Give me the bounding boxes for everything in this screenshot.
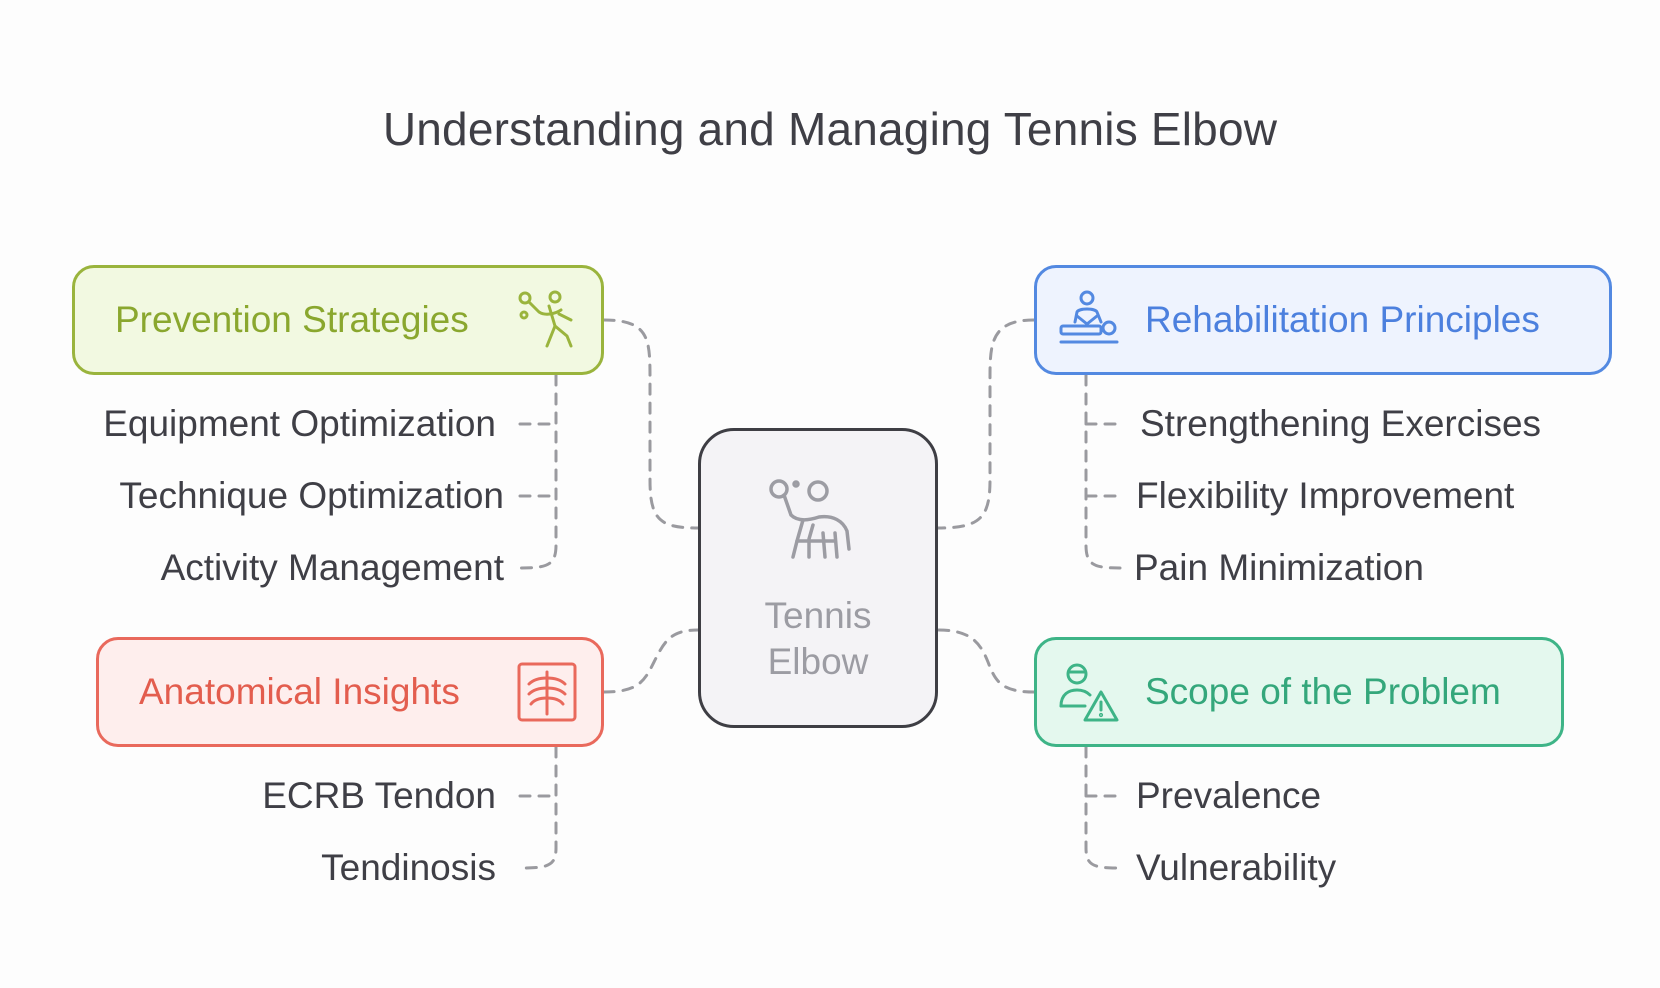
central-topic-tennis-elbow: Tennis Elbow	[698, 428, 938, 728]
branch-prevention-strategies: Prevention Strategies	[72, 265, 604, 375]
central-topic-label-line1: Tennis	[764, 595, 872, 636]
connector-anatomy	[602, 628, 700, 694]
diagram-title: Understanding and Managing Tennis Elbow	[382, 103, 1278, 155]
list-item: Prevalence	[1136, 775, 1322, 816]
tennis-player-icon	[763, 475, 873, 585]
user-warning-icon	[1057, 660, 1121, 724]
xray-ribcage-icon	[515, 660, 579, 724]
connector-anatomy-items	[518, 745, 558, 870]
central-topic-label: Tennis Elbow	[701, 593, 935, 685]
central-topic-label-line2: Elbow	[767, 641, 869, 682]
connector-rehab	[936, 318, 1036, 530]
branch-anatomical-insights: Anatomical Insights	[96, 637, 604, 747]
connector-rehab-items	[1084, 373, 1122, 570]
connector-prevention	[602, 318, 700, 530]
list-item: Tendinosis	[321, 847, 496, 888]
tennis-player-icon	[515, 288, 579, 352]
list-item: Vulnerability	[1136, 847, 1337, 888]
list-item: Strengthening Exercises	[1140, 403, 1542, 444]
list-item: Pain Minimization	[1134, 547, 1424, 588]
list-item: Activity Management	[160, 547, 504, 588]
branch-label: Prevention Strategies	[115, 299, 469, 340]
connector-prevention-items	[518, 373, 558, 570]
branch-label: Rehabilitation Principles	[1145, 299, 1540, 340]
branch-label: Anatomical Insights	[139, 671, 460, 712]
list-item: Flexibility Improvement	[1136, 475, 1515, 516]
branch-rehabilitation-principles: Rehabilitation Principles	[1034, 265, 1612, 375]
branch-label: Scope of the Problem	[1145, 671, 1501, 712]
list-item: ECRB Tendon	[262, 775, 496, 816]
branch-scope-of-the-problem: Scope of the Problem	[1034, 637, 1564, 747]
list-item: Technique Optimization	[119, 475, 504, 516]
connector-scope	[936, 628, 1036, 694]
massage-therapy-icon	[1057, 288, 1121, 352]
connector-scope-items	[1084, 745, 1122, 870]
list-item: Equipment Optimization	[103, 403, 496, 444]
